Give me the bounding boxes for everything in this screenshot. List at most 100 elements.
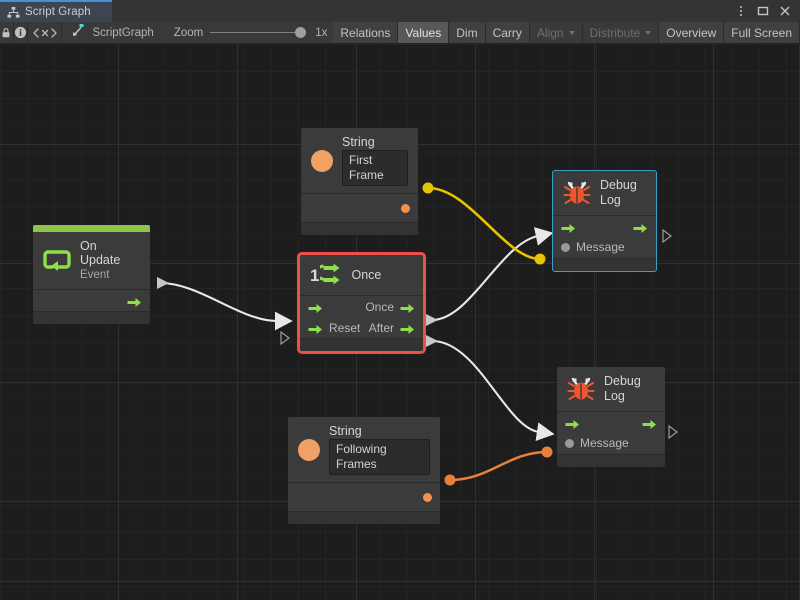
zoom-slider[interactable] [210,27,307,39]
string-value-field[interactable]: Following Frames [329,439,430,476]
node-title-sub: Log [604,389,625,404]
flow-input-port[interactable] [561,221,576,233]
debug-log-bottom-output-connector-arrow[interactable] [668,425,679,439]
zoom-control[interactable]: Zoom 1x [162,22,328,43]
full-screen-button[interactable]: Full Screen [724,22,800,43]
code-view-button[interactable] [28,22,63,43]
node-debug-log-top[interactable]: Debug Log [552,170,657,272]
node-divider [33,288,150,290]
node-footer [300,338,423,351]
wire-once-to-debuglog-bottom [426,335,555,442]
node-string-first-frame[interactable]: String First Frame [301,128,418,236]
flow-input-port[interactable] [308,301,323,313]
message-input-port[interactable] [565,438,574,448]
breadcrumb[interactable]: ScriptGraph [62,22,161,43]
flow-output-port[interactable] [633,221,648,233]
port-row-once: Once [300,296,423,317]
node-divider [301,193,418,195]
node-divider [553,214,656,216]
breadcrumb-label: ScriptGraph [92,26,154,39]
port-row-reset-after: Reset After [300,317,423,338]
graph-canvas[interactable]: On Update Event [0,44,800,600]
zoom-slider-track [210,31,307,34]
values-button[interactable]: Values [398,22,450,43]
string-output-port[interactable] [423,492,432,502]
once-output-port[interactable] [400,301,415,313]
carry-button[interactable]: Carry [485,22,530,43]
overview-button[interactable]: Overview [659,22,725,43]
once-output-label: Once [365,299,394,314]
once-badge: 1 [310,265,320,285]
node-divider [300,295,423,296]
graph-hierarchy-icon [7,6,20,19]
debug-log-top-output-connector-arrow[interactable] [662,229,673,243]
node-title-main: String [342,135,375,149]
dim-button[interactable]: Dim [449,22,486,43]
event-loop-icon [43,247,71,273]
reset-input-connector-arrow[interactable] [280,331,291,345]
node-footer [33,310,150,324]
distribute-dropdown-button[interactable]: Distribute [582,22,660,43]
flow-output-port[interactable] [642,417,657,429]
node-title-main: Debug [600,178,637,192]
node-title-sub: Log [600,193,621,208]
node-body: Message [557,412,665,454]
info-button[interactable] [14,22,28,43]
string-value-icon [311,149,333,172]
toolbar-buttons: Relations Values Dim Carry Align Distrib… [333,22,800,43]
node-footer [301,222,418,236]
port-row-value-out [301,194,418,222]
maximize-button[interactable] [752,0,774,22]
wire-on-update-to-once [157,277,293,331]
once-counter-icon: 1 [310,263,342,287]
node-once[interactable]: 1 Once [297,252,426,354]
node-footer [557,453,665,467]
dim-label: Dim [456,25,478,40]
node-title-main: String [329,424,362,438]
node-divider [288,482,440,484]
node-title-string-first-frame: String First Frame [301,128,418,193]
overview-label: Overview [666,25,717,40]
zoom-slider-knob[interactable] [295,27,307,38]
align-dropdown-button[interactable]: Align [529,22,583,43]
flow-input-port[interactable] [565,417,580,429]
graph-toolbar: ScriptGraph Zoom 1x Relations Values Dim… [0,22,800,44]
node-string-following-frames[interactable]: String Following Frames [288,417,440,525]
values-label: Values [405,25,442,40]
node-title-on-update: On Update Event [33,232,150,289]
chevron-down-icon [645,30,652,35]
string-output-port[interactable] [401,203,410,213]
relations-button[interactable]: Relations [333,22,399,43]
tab-script-graph[interactable]: Script Graph [0,0,112,22]
port-row-flow [553,216,656,237]
wire-string-first-frame-to-message [422,182,546,265]
relations-label: Relations [340,25,391,40]
node-body: Once Reset After [300,296,423,338]
node-title-string-following-frames: String Following Frames [288,417,440,482]
lock-icon [2,27,10,37]
node-on-update[interactable]: On Update Event [33,225,150,324]
node-body [301,194,418,222]
node-title-main: Debug [604,374,641,388]
flow-output-port[interactable] [127,295,142,307]
script-graph-icon [72,23,86,42]
tab-label: Script Graph [25,6,91,18]
info-icon [14,26,26,39]
debug-bug-icon [567,376,595,402]
lock-toggle-button[interactable] [0,22,14,43]
node-debug-log-bottom[interactable]: Debug Log [557,367,665,467]
event-accent-bar [33,225,150,232]
more-options-button[interactable] [730,0,752,22]
connection-wires [157,182,555,486]
reset-input-port[interactable] [308,322,323,334]
port-row-flow [557,412,665,433]
string-value-field[interactable]: First Frame [342,150,408,187]
after-output-port[interactable] [400,322,415,334]
port-row-flow-out [33,290,150,311]
node-body [288,483,440,511]
message-input-port[interactable] [561,242,570,252]
close-button[interactable] [774,0,796,22]
debug-bug-icon [563,180,591,206]
node-title-sub: Event [80,268,110,281]
node-footer [288,511,440,525]
